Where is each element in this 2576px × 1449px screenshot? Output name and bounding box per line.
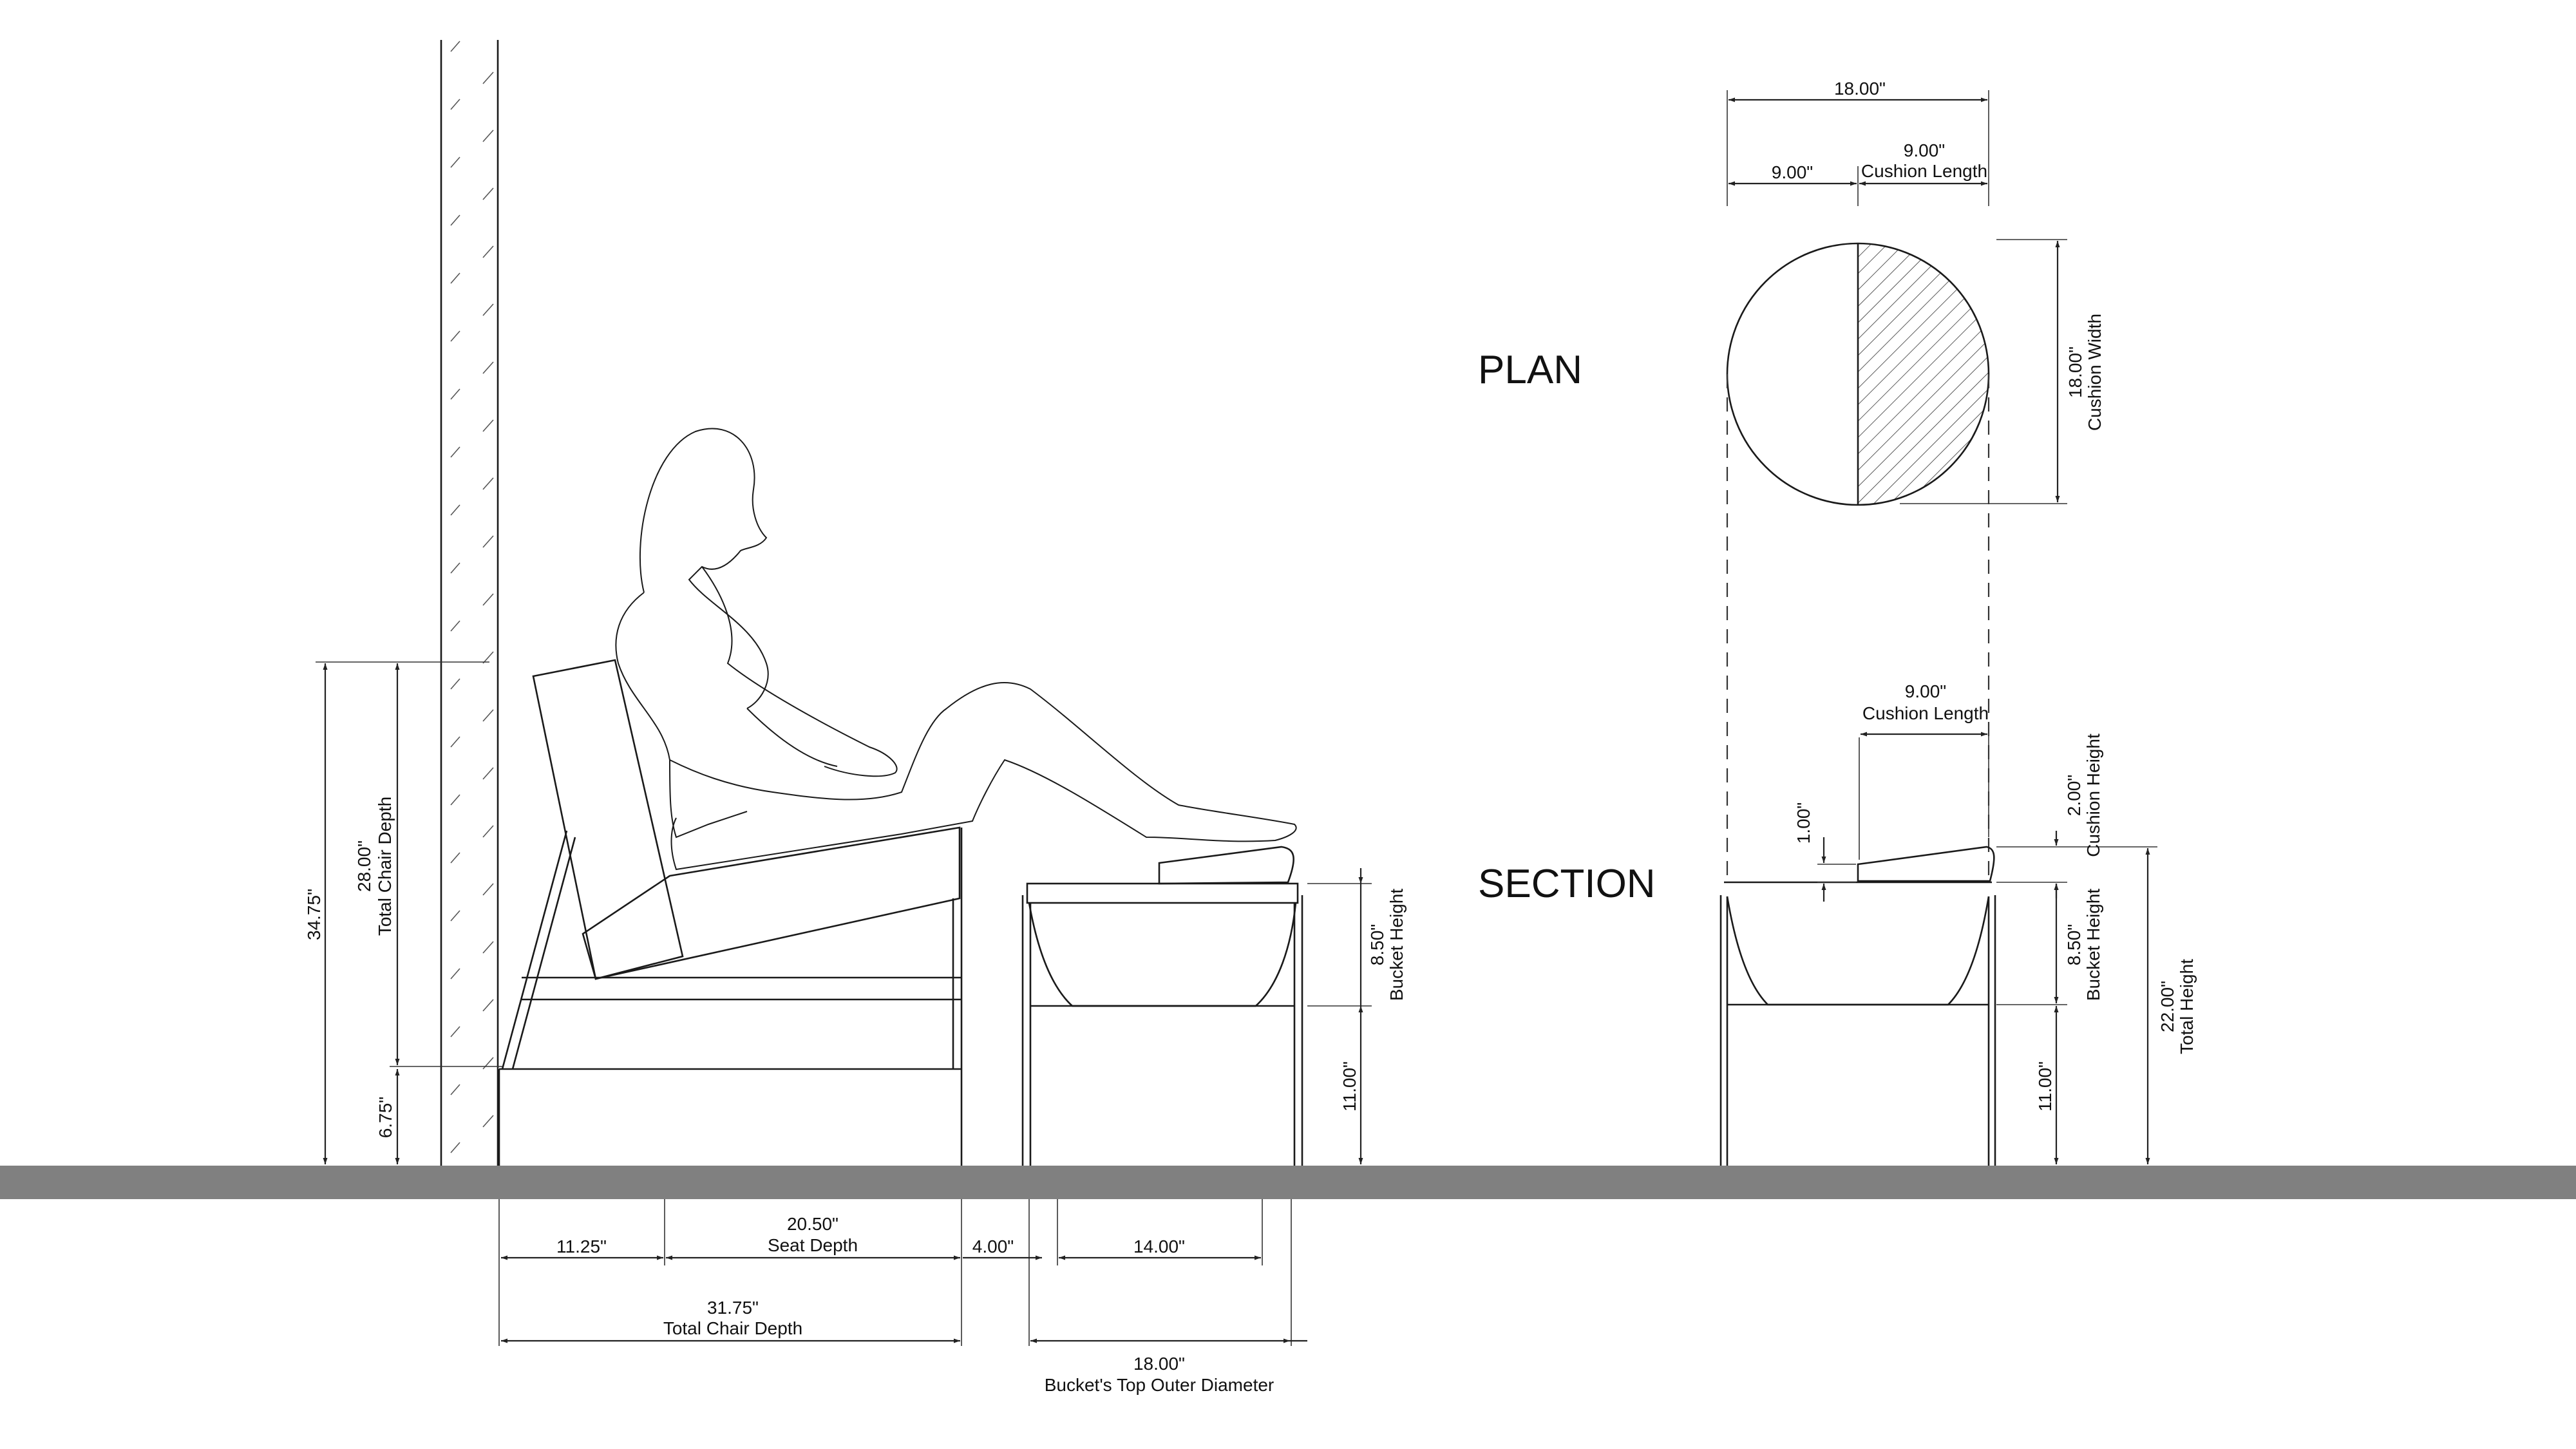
- chair-side-view: [498, 659, 963, 1166]
- dim-total-depth-label: Total Chair Depth: [663, 1318, 802, 1338]
- foot-cushion-left: [1158, 846, 1294, 885]
- dim-seat-depth-label: Seat Depth: [768, 1235, 858, 1255]
- dim-bucket-diameter-label: Bucket's Top Outer Diameter: [1045, 1375, 1274, 1395]
- wall: [440, 40, 499, 1167]
- dim-seat-depth-value: 20.50": [787, 1214, 838, 1234]
- section-bucket-height-value: 8.50": [2064, 924, 2084, 965]
- floor-slab: [0, 1166, 2576, 1199]
- section-cushion-length-value: 9.00": [1905, 681, 1946, 701]
- section-cushion-height-value: 2.00": [2064, 775, 2084, 816]
- section-offset-value: 1.00": [1794, 802, 1814, 844]
- section-total-height-value: 22.00": [2157, 981, 2177, 1032]
- section-total-height-label: Total Height: [2177, 959, 2197, 1054]
- section-bucket-height-label: Bucket Height: [2083, 889, 2103, 1001]
- dim-base-height-value: 11.00": [1340, 1061, 1359, 1112]
- seated-person-figure: [615, 428, 1297, 871]
- left-dimensions: [316, 661, 1372, 1346]
- dim-leg-value: 6.75": [375, 1097, 395, 1138]
- section-base-height-value: 11.00": [2035, 1061, 2055, 1112]
- section-view-label: SECTION: [1478, 862, 1656, 906]
- dim-gap: 4.00": [972, 1236, 1014, 1256]
- plan-view-label: PLAN: [1478, 348, 1582, 392]
- dim-bucket-height-label: Bucket Height: [1387, 889, 1406, 1001]
- dim-total-depth-value: 31.75": [707, 1298, 759, 1318]
- plan-cushion-width-label: Cushion Width: [2085, 314, 2105, 431]
- dim-total-height: 34.75": [304, 889, 324, 940]
- plan-overall-value: 18.00": [1834, 79, 1886, 99]
- section-view: [1719, 728, 2157, 1166]
- dim-back-label: Total Chair Depth: [375, 797, 395, 936]
- section-cushion-height-label: Cushion Height: [2083, 734, 2103, 857]
- plan-cushion-width-value: 18.00": [2065, 346, 2085, 398]
- plan-half-value: 9.00": [1772, 162, 1813, 182]
- dim-inner: 14.00": [1133, 1236, 1185, 1256]
- plan-cushion-length-value: 9.00": [1904, 140, 1945, 160]
- plan-view: [1726, 90, 2067, 882]
- plan-cushion-length-label: Cushion Length: [1861, 161, 1987, 181]
- bucket-stool-side: [1021, 882, 1303, 1166]
- dim-front-depth: 11.25": [556, 1236, 607, 1256]
- dim-bucket-diameter-value: 18.00": [1133, 1354, 1185, 1374]
- dim-bucket-height-value: 8.50": [1367, 924, 1387, 965]
- dim-back-value: 28.00": [354, 840, 374, 892]
- section-cushion-length-label: Cushion Length: [1862, 703, 1989, 723]
